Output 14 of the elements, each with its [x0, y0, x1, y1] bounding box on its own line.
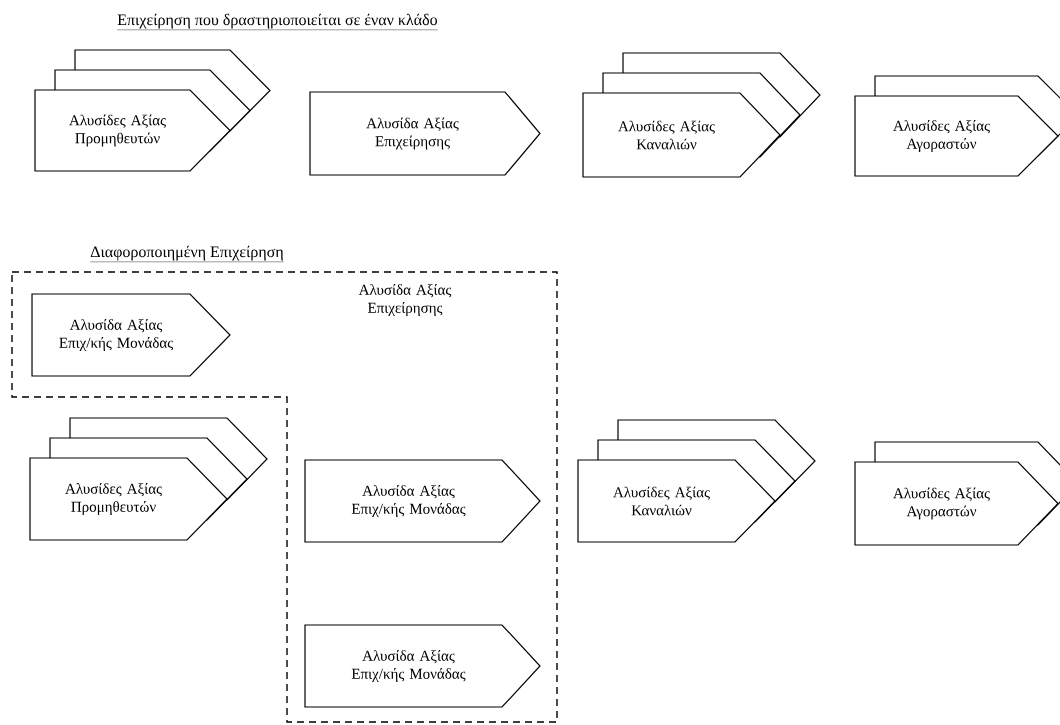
- node-label: Καναλιών: [631, 504, 692, 516]
- chevron-box: Αλυσίδες Αξίας Αγοραστών: [854, 75, 1060, 177]
- node-label: Προμηθευτών: [75, 132, 160, 147]
- chevron-box: Αλυσίδα Αξίας Επιχ/κής Μονάδας: [31, 293, 231, 377]
- heading: Διαφοροποιημένη Επιχείρηση: [90, 245, 284, 262]
- chevron-box: Αλυσίδες Αξίας Προμηθευτών: [29, 417, 268, 541]
- chevron-box: Αλυσίδες Αξίας Προμηθευτών: [34, 49, 271, 172]
- chevron-box: Αλυσίδες Αξίας Καναλιών: [577, 419, 816, 543]
- chevron-box: Αλυσίδες Αξίας Καναλιών: [582, 52, 821, 178]
- chevron-box: Αλυσίδα Αξίας Επιχείρησης: [309, 91, 541, 176]
- chevron-box: Αλυσίδες Αξίας Αγοραστών: [854, 441, 1060, 546]
- chevron-box: Αλυσίδα Αξίας Επιχ/κής Μονάδας: [304, 624, 541, 708]
- heading: Επιχείρηση που δραστηριοποιείται σε έναν κλάδο: [117, 13, 438, 30]
- chevron-box: Αλυσίδα Αξίας Επιχ/κής Μονάδας: [304, 459, 541, 543]
